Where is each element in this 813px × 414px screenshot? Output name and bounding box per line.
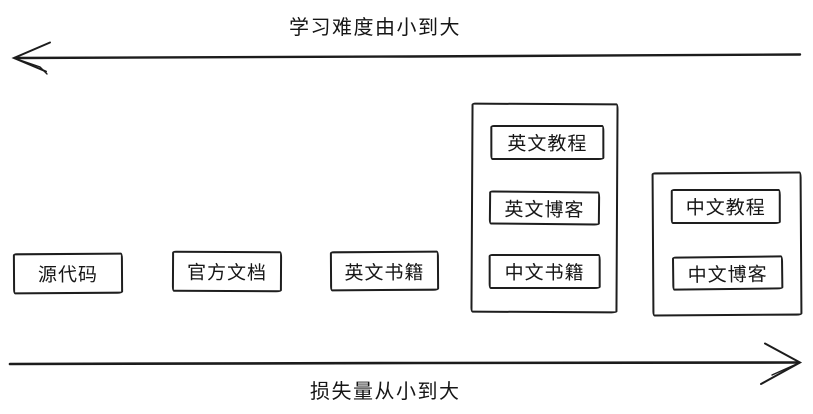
box-english-books: 英文书籍 xyxy=(329,250,440,292)
box-chinese-tutorial-label: 中文教程 xyxy=(685,197,766,220)
box-english-tutorial-label: 英文教程 xyxy=(507,133,588,156)
left-arrow xyxy=(11,41,802,75)
box-source-code-label: 源代码 xyxy=(37,264,99,287)
box-chinese-blog: 中文博客 xyxy=(671,255,784,291)
box-official-docs: 官方文档 xyxy=(171,250,283,293)
group-box-english-chinese-mix: 英文教程 英文博客 中文书籍 xyxy=(470,102,619,314)
top-axis-label: 学习难度由小到大 xyxy=(289,17,461,39)
box-english-blog: 英文博客 xyxy=(488,190,601,226)
box-chinese-tutorial: 中文教程 xyxy=(670,188,781,225)
box-english-blog-label: 英文博客 xyxy=(504,199,585,221)
box-chinese-books: 中文书籍 xyxy=(488,253,601,290)
box-chinese-blog-label: 中文博客 xyxy=(687,264,768,286)
box-english-tutorial: 英文教程 xyxy=(490,124,605,161)
box-chinese-books-label: 中文书籍 xyxy=(504,262,585,285)
group-box-chinese: 中文教程 中文博客 xyxy=(651,171,803,317)
box-source-code: 源代码 xyxy=(12,252,124,295)
bottom-axis-label: 损失量从小到大 xyxy=(310,381,461,403)
box-official-docs-label: 官方文档 xyxy=(186,262,268,285)
box-english-books-label: 英文书籍 xyxy=(344,262,425,284)
